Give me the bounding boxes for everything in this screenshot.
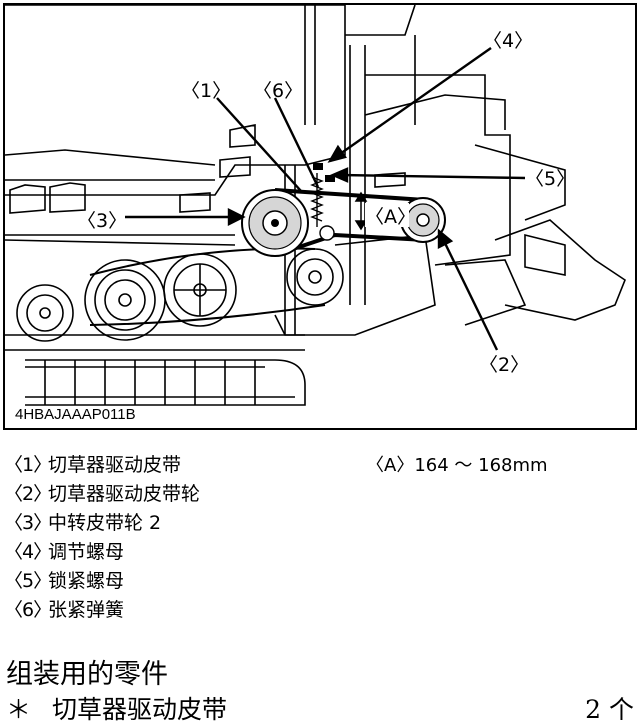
callout-5: 〈5〉 [525,168,575,190]
machine-illustration: 〈1〉 〈6〉 〈4〉 〈5〉 〈3〉 〈A〉 〈2〉 4HBAJAAAP011… [5,5,626,423]
callout-2: 〈2〉 [479,354,529,376]
legend-number: 〈4〉 [4,541,52,563]
legend-label: 锁紧螺母 [48,570,125,592]
legend-item: 〈1〉 切草器驱动皮带 [4,449,364,478]
legend-item: 〈6〉 张紧弹簧 [4,594,364,623]
crawler-track [25,359,306,406]
adjust-nuts [313,163,335,182]
callout-a-bg [365,203,409,227]
dimension-spec: 〈A〉164 ～ 168mm [366,454,548,476]
legend-label: 张紧弹簧 [48,599,125,621]
part-quantity: 2 个 [585,695,634,724]
callout-a: 〈A〉 [365,206,416,228]
callout-1: 〈1〉 [181,80,231,102]
legend-label: 切草器驱动皮带轮 [48,483,201,505]
callout-3: 〈3〉 [77,210,127,232]
parts-legend: 〈1〉 切草器驱动皮带 〈2〉 切草器驱动皮带轮 〈3〉 中转皮带轮 2 〈4〉… [4,449,364,623]
callout-6: 〈6〉 [253,80,303,102]
legend-number: 〈3〉 [4,512,52,534]
legend-label: 调节螺母 [48,541,125,563]
legend-item: 〈2〉 切草器驱动皮带轮 [4,478,364,507]
intermediate-pulley-2 [241,189,309,257]
lower-pulleys [16,248,344,342]
legend-label: 切草器驱动皮带 [48,454,182,476]
legend-item: 〈5〉 锁紧螺母 [4,565,364,594]
part-name: 切草器驱动皮带 [52,695,228,724]
leader-lines [125,47,526,351]
cutter-drive-pulley [400,197,446,243]
tension-spring [310,173,335,241]
bullet-mark: ＊ [6,695,32,724]
legend-label: 中转皮带轮 2 [48,512,162,534]
parts-list-item: ＊ 切草器驱动皮带 2 个 [0,690,640,724]
legend-number: 〈6〉 [4,599,52,621]
legend-number: 〈1〉 [4,454,52,476]
callout-4: 〈4〉 [483,30,533,52]
legend-number: 〈5〉 [4,570,52,592]
legend-item: 〈3〉 中转皮带轮 2 [4,507,364,536]
legend-number: 〈2〉 [4,483,52,505]
section-title: 组装用的零件 [6,659,168,690]
figure-code: 4HBAJAAAP011B [15,406,136,423]
belt-diagram-figure: 〈1〉 〈6〉 〈4〉 〈5〉 〈3〉 〈A〉 〈2〉 4HBAJAAAP011… [3,3,637,430]
legend-item: 〈4〉 调节螺母 [4,536,364,565]
dimension-a-arrow [354,191,368,231]
